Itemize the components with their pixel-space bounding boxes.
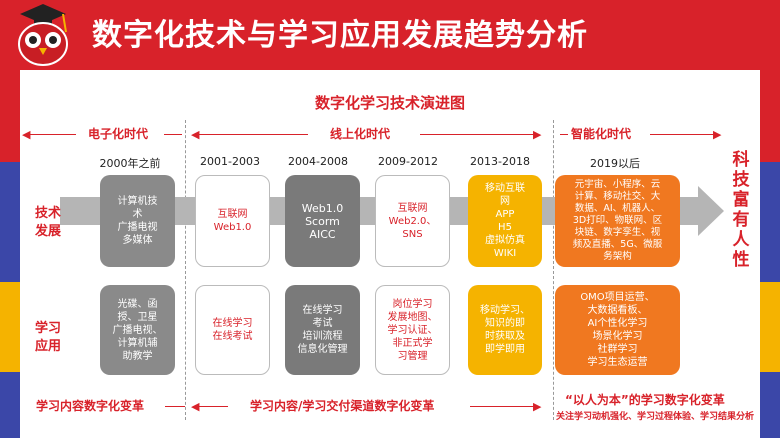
- tech-box-2009: 互联网 Web2.0、 SNS: [375, 175, 450, 267]
- year-label: 2013-2018: [450, 155, 550, 168]
- era-arrow-left-2: [164, 134, 182, 135]
- tech-box-2001: 互联网 Web1.0: [195, 175, 270, 267]
- right-vertical-label: 科技富有人性: [731, 150, 755, 270]
- row-label-learning: 学习 应用: [28, 320, 68, 356]
- right-vertical-text: 科技富有人性: [731, 150, 751, 270]
- year-label: 2009-2012: [358, 155, 458, 168]
- learning-box-2013: 移动学习、 知识的即 时获取及 即学即用: [468, 285, 542, 375]
- footer-left: 学习内容数字化变革: [36, 397, 144, 414]
- era-electronic: 电子化时代: [88, 125, 148, 142]
- diagram-title: 数字化学习技术演进图: [0, 92, 780, 113]
- arrow-right-icon: ▶: [533, 128, 541, 141]
- era-intelligent: 智能化时代: [571, 125, 631, 142]
- left-rail-red: [0, 70, 20, 162]
- timeline-arrow-head: [698, 186, 724, 236]
- footer-arrow-line-3: [470, 406, 535, 407]
- era-arrow-ai-right: [650, 134, 715, 135]
- row-label-tech: 技术 发展: [28, 205, 68, 241]
- year-label: 2000年之前: [80, 155, 180, 171]
- tech-box-2019: 元宇宙、小程序、云 计算、移动社交、大 数据、AI、机器人、 3D打印、物联网、…: [555, 175, 680, 267]
- era-arrow-online-left: [198, 134, 308, 135]
- era-arrow-online-right: [420, 134, 535, 135]
- owl-graduate-icon: [8, 2, 78, 68]
- separator: [553, 120, 554, 420]
- era-arrow-ai-left: [560, 134, 568, 135]
- footer-arrow-line-2: [198, 406, 228, 407]
- learning-box-2000: 光碟、函 授、卫星 广播电视、 计算机辅 助教学: [100, 285, 175, 375]
- right-rail-red: [760, 70, 780, 162]
- year-label: 2019以后: [565, 155, 665, 171]
- year-label: 2001-2003: [180, 155, 280, 168]
- era-arrow-left-1: [26, 134, 76, 135]
- footer-arrow-line-1: [165, 406, 185, 407]
- year-label: 2004-2008: [268, 155, 368, 168]
- right-rail-yellow: [760, 282, 780, 372]
- tech-box-2000: 计算机技 术 广播电视 多媒体: [100, 175, 175, 267]
- footer-right-title: “以人为本”的学习数字化变革: [565, 391, 725, 408]
- learning-box-2004: 在线学习 考试 培训流程 信息化管理: [285, 285, 360, 375]
- arrow-right-icon: ▶: [713, 128, 721, 141]
- footer-middle: 学习内容/学习交付渠道数字化变革: [250, 397, 434, 414]
- footer-right-subtitle: 关注学习动机强化、学习过程体验、学习结果分析: [556, 409, 754, 422]
- right-rail-blue-2: [760, 372, 780, 438]
- page-title: 数字化技术与学习应用发展趋势分析: [92, 10, 588, 54]
- tech-box-2013: 移动互联 网 APP H5 虚拟仿真 WIKI: [468, 175, 542, 267]
- left-rail-blue-2: [0, 372, 20, 438]
- arrow-left-icon: ◀: [22, 128, 30, 141]
- left-rail-blue: [0, 162, 20, 282]
- right-rail-blue: [760, 162, 780, 282]
- era-online: 线上化时代: [330, 125, 390, 142]
- tech-box-2004: Web1.0 Scorm AICC: [285, 175, 360, 267]
- learning-box-2001: 在线学习 在线考试: [195, 285, 270, 375]
- learning-box-2009: 岗位学习 发展地图、 学习认证、 非正式学 习管理: [375, 285, 450, 375]
- learning-box-2019: OMO项目运营、 大数据看板、 AI个性化学习 场景化学习 社群学习 学习生态运…: [555, 285, 680, 375]
- arrow-right-icon: ▶: [533, 400, 541, 413]
- left-rail-yellow: [0, 282, 20, 372]
